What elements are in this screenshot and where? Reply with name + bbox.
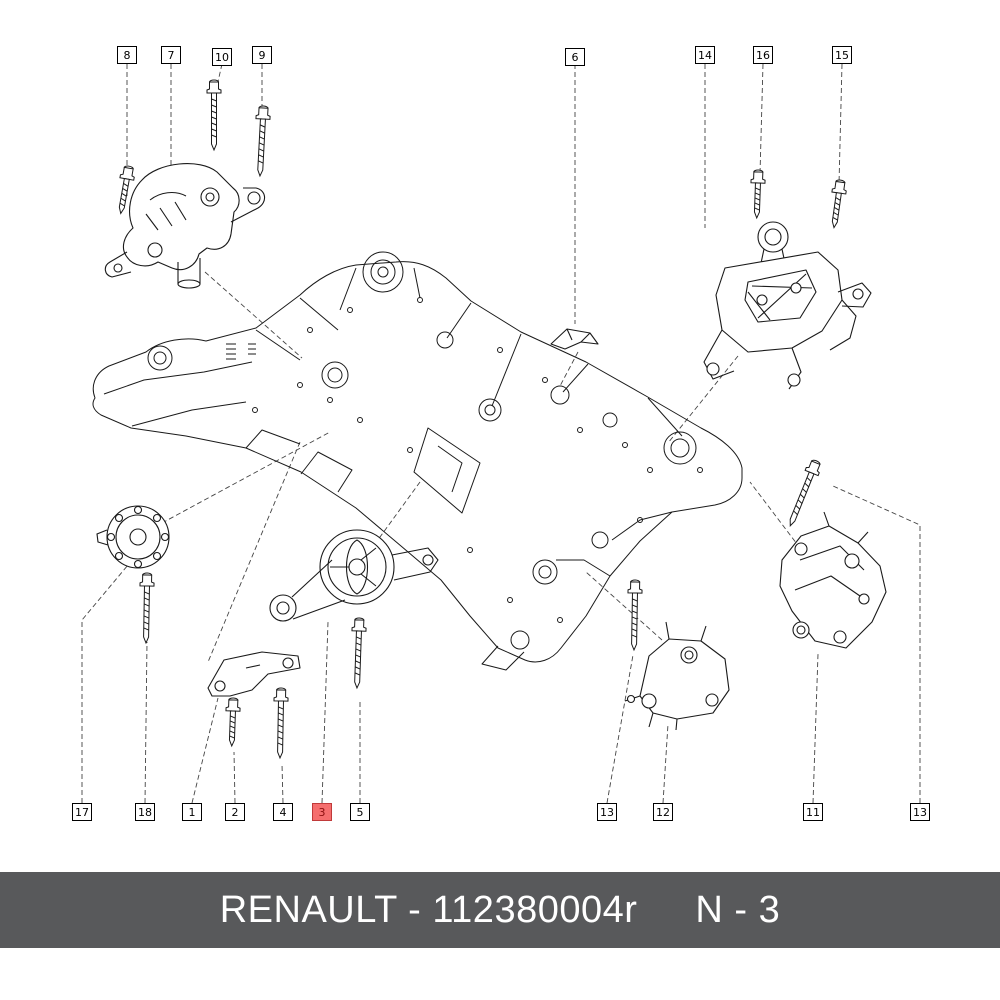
callout-14[interactable]: 14 [695, 46, 715, 64]
callout-13-left[interactable]: 13 [597, 803, 617, 821]
round-mount [96, 505, 170, 569]
rear-bracket [624, 621, 730, 731]
bolt-9 [252, 105, 272, 177]
bolt-15 [826, 178, 849, 230]
bolt-10 [206, 79, 222, 151]
bolt-13-right [783, 457, 824, 529]
footer-part-number: RENAULT - 112380004r [219, 888, 638, 931]
bolt-13-left [626, 579, 643, 651]
callout-16[interactable]: 16 [753, 46, 773, 64]
side-bracket [779, 511, 887, 649]
torque-rod [269, 529, 439, 622]
callout-15[interactable]: 15 [832, 46, 852, 64]
gearbox-mount [703, 221, 872, 390]
callout-18[interactable]: 18 [135, 803, 155, 821]
bolt-5 [349, 617, 367, 689]
parts-illustration [81, 63, 921, 804]
callout-10[interactable]: 10 [212, 48, 232, 66]
callout-9[interactable]: 9 [252, 46, 272, 64]
callout-13-right[interactable]: 13 [910, 803, 930, 821]
callout-3-highlighted[interactable]: 3 [312, 803, 332, 821]
upper-engine-mount [104, 163, 266, 289]
bolt-18 [138, 572, 155, 644]
callout-7[interactable]: 7 [161, 46, 181, 64]
clip [550, 328, 599, 350]
footer-bar: RENAULT - 112380004r N - 3 [0, 872, 1000, 948]
footer-page-ref: N - 3 [695, 888, 781, 931]
subframe [92, 251, 743, 671]
bolt-2 [224, 697, 241, 747]
leader-lines [81, 63, 921, 804]
callout-11[interactable]: 11 [803, 803, 823, 821]
bolt-16 [749, 169, 766, 219]
callout-1[interactable]: 1 [182, 803, 202, 821]
callout-17[interactable]: 17 [72, 803, 92, 821]
callout-4[interactable]: 4 [273, 803, 293, 821]
callout-8[interactable]: 8 [117, 46, 137, 64]
callout-5[interactable]: 5 [350, 803, 370, 821]
callout-12[interactable]: 12 [653, 803, 673, 821]
flat-bracket [207, 651, 301, 697]
callout-2[interactable]: 2 [225, 803, 245, 821]
callout-6[interactable]: 6 [565, 48, 585, 66]
bolt-4 [272, 687, 289, 759]
